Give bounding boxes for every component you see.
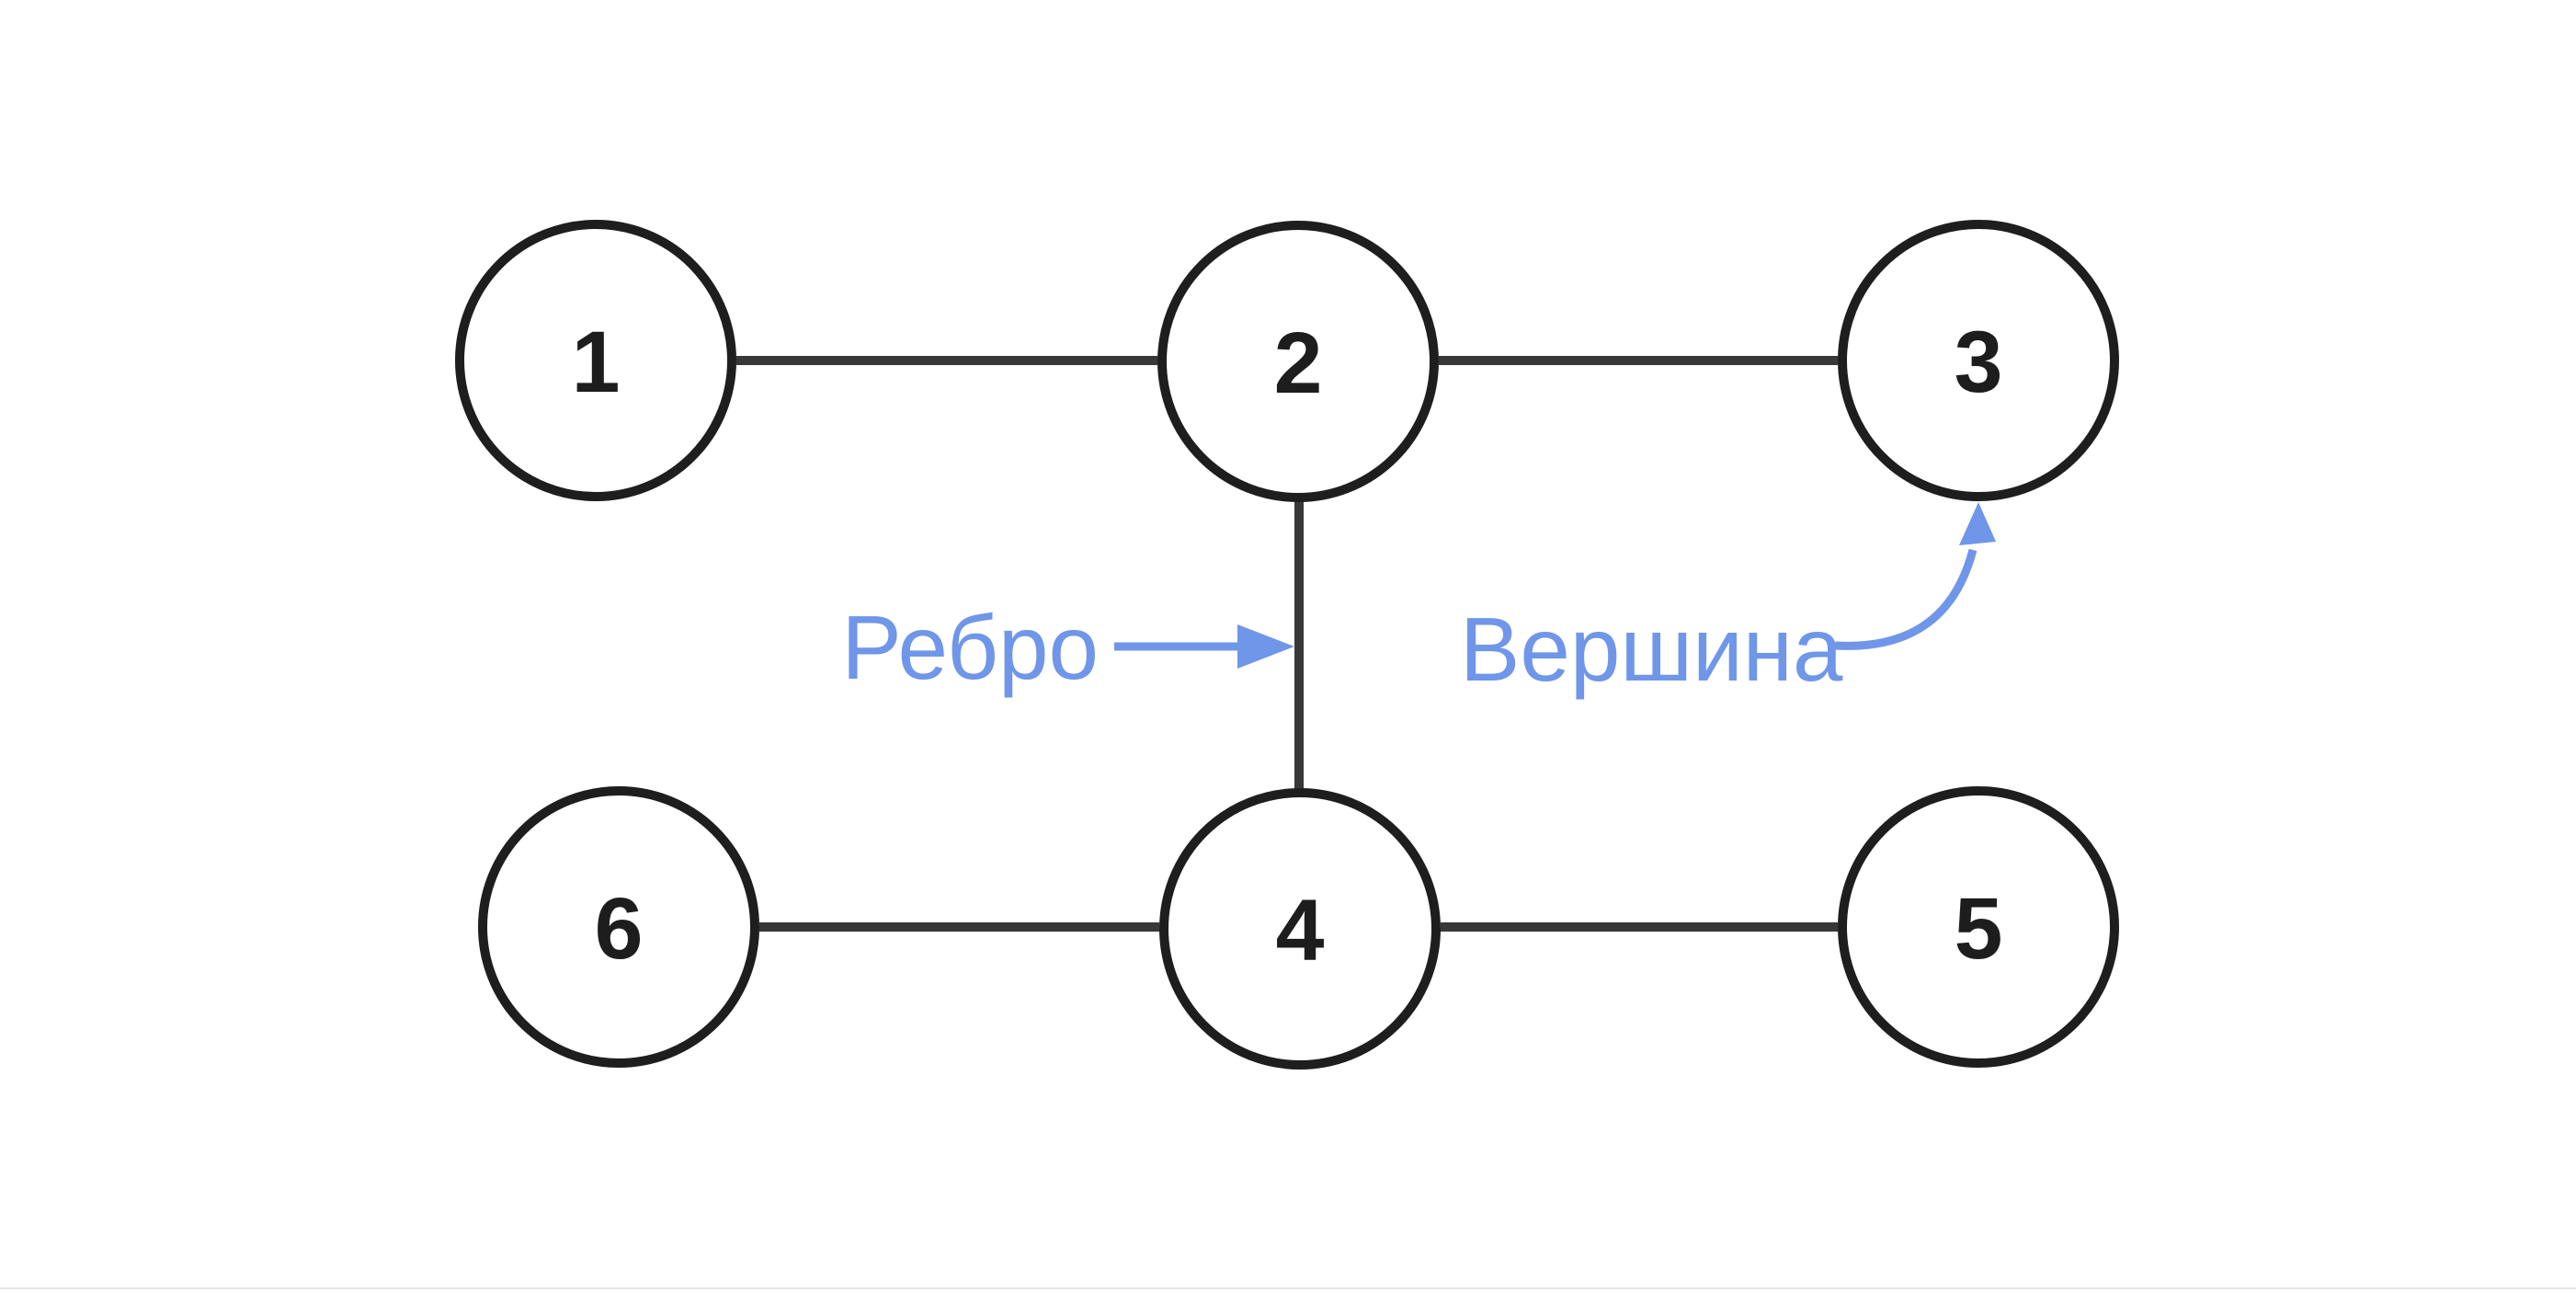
node-3-label: 3 — [1955, 314, 2003, 411]
vertex-annotation: Вершина — [1460, 502, 1996, 700]
edge-annotation: Ребро — [841, 597, 1294, 698]
edge-group — [736, 356, 1838, 932]
node-6: 6 — [478, 786, 759, 1068]
node-5: 5 — [1838, 786, 2119, 1068]
node-4-label: 4 — [1276, 882, 1325, 979]
vertex-annotation-label: Вершина — [1460, 599, 1843, 700]
vertex-annotation-arrow-shaft — [1834, 548, 1978, 650]
node-5-circle — [1838, 786, 2119, 1068]
node-6-circle — [478, 786, 759, 1068]
node-3: 3 — [1838, 220, 2119, 501]
node-4-circle — [1159, 788, 1441, 1070]
node-2-label: 2 — [1274, 315, 1323, 412]
edge-annotation-arrowhead-icon — [1237, 624, 1294, 669]
edge-annotation-label: Ребро — [841, 597, 1099, 698]
node-2: 2 — [1157, 221, 1439, 502]
bottom-divider — [0, 1287, 2576, 1289]
node-2-circle — [1157, 221, 1439, 502]
node-6-label: 6 — [595, 880, 644, 978]
node-1: 1 — [455, 220, 736, 501]
node-1-label: 1 — [572, 314, 621, 411]
node-3-circle — [1838, 220, 2119, 501]
node-1-circle — [455, 220, 736, 501]
vertex-annotation-arrowhead-icon — [1959, 502, 1996, 545]
node-5-label: 5 — [1955, 880, 2003, 978]
node-4: 4 — [1159, 788, 1441, 1070]
